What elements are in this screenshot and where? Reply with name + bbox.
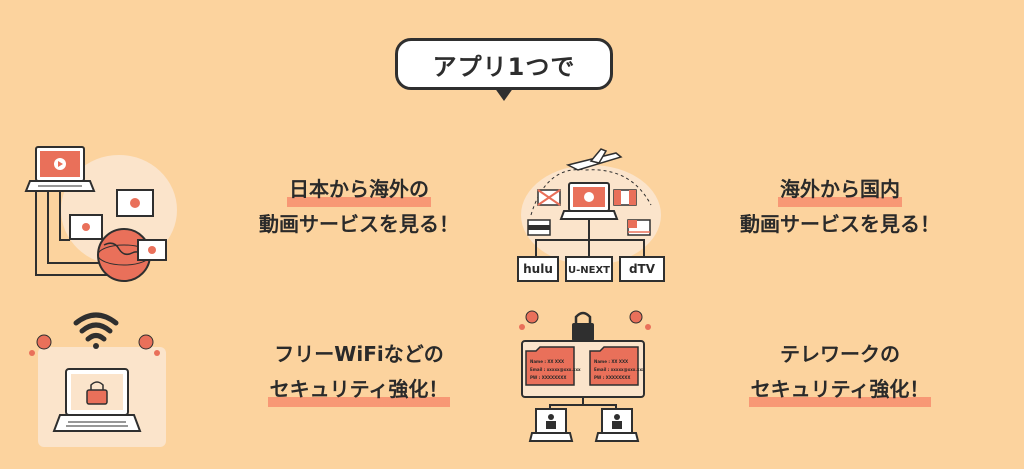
folder-name: Name : XX XXX — [530, 359, 564, 364]
folder-lock-icon: Name : XX XXX Email : xxxxx@xxx.xxx PW :… — [519, 310, 651, 442]
folder-pw: PW : XXXXXXXX — [594, 375, 630, 380]
service-dtv: dTV — [629, 262, 656, 276]
feature-line1: 日本から海外の — [287, 172, 431, 207]
feature-overseas-to-japan: 海外から国内 動画サービスを見る！ — [695, 172, 985, 242]
header-bubble: アプリ1つで — [395, 38, 613, 90]
folder-pw: PW : XXXXXXXX — [530, 375, 566, 380]
illustration-overseas-to-japan: hulu U-NEXT dTV — [506, 145, 676, 290]
illustration-japan-to-overseas — [24, 145, 184, 290]
monitor-icon — [528, 408, 640, 442]
service-unext: U-NEXT — [568, 265, 610, 276]
airplane-flags-icon: hulu U-NEXT dTV — [517, 148, 665, 282]
wifi-lock-icon — [29, 312, 166, 447]
feature-telework: テレワークの セキュリティ強化！ — [695, 337, 985, 407]
folder-name: Name : XX XXX — [594, 359, 628, 364]
virus-icon — [29, 334, 160, 356]
laptop-globe-icon — [24, 146, 177, 282]
feature-line1: フリーWiFiなどの — [274, 342, 444, 366]
illustration-telework: Name : XX XXX Email : xxxxx@xxx.xxx PW :… — [506, 305, 676, 455]
feature-japan-to-overseas: 日本から海外の 動画サービスを見る！ — [214, 172, 504, 242]
folder-email: Email : xxxxx@xxx.xxx — [594, 367, 645, 372]
feature-line1: 海外から国内 — [778, 172, 902, 207]
feature-line2: セキュリティ強化！ — [267, 372, 451, 407]
feature-line2: セキュリティ強化！ — [748, 372, 932, 407]
feature-line2: 動画サービスを見る！ — [740, 212, 940, 236]
service-hulu: hulu — [523, 262, 553, 276]
feature-line1: テレワークの — [780, 342, 900, 366]
illustration-free-wifi — [24, 305, 184, 455]
feature-line2: 動画サービスを見る！ — [259, 212, 459, 236]
header-title: アプリ1つで — [432, 52, 576, 81]
folder-email: Email : xxxxx@xxx.xxx — [530, 367, 581, 372]
feature-free-wifi: フリーWiFiなどの セキュリティ強化！ — [214, 337, 504, 407]
